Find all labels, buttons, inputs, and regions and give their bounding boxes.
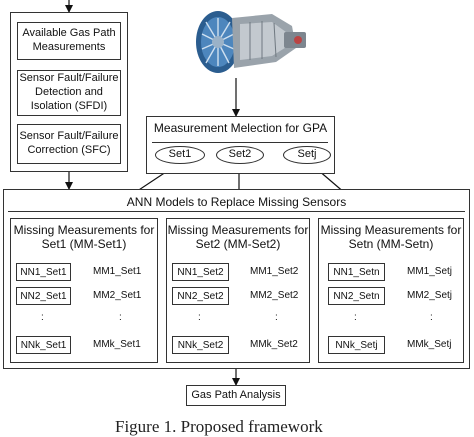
nn1-setn-box: NN1_Setn — [328, 263, 385, 281]
ann-divider — [8, 211, 465, 212]
sfdi-box: Sensor Fault/Failure Detection and Isola… — [17, 70, 121, 116]
nn1-set2-box: NN1_Set2 — [172, 263, 229, 281]
dots-nn-set2: : — [198, 312, 201, 323]
nnk-set1-label: NNk_Set1 — [20, 339, 67, 351]
nnk-setn-label: NNk_Setj — [335, 339, 378, 351]
setj-ellipse: Setj — [283, 146, 331, 164]
mmk-setn-label: MMk_Setj — [407, 339, 452, 350]
dots-nn-setn: : — [354, 312, 357, 323]
nn1-setn-label: NN1_Setn — [333, 266, 380, 278]
mmk-set2-label: MMk_Set2 — [250, 339, 298, 350]
nn2-set2-box: NN2_Set2 — [172, 287, 229, 305]
dots-mm-set1: : — [119, 312, 122, 323]
dots-mm-setn: : — [430, 312, 433, 323]
nn1-set1-label: NN1_Set1 — [20, 266, 67, 278]
mm1-set1-label: MM1_Set1 — [93, 266, 142, 277]
ann-models-title: ANN Models to Replace Missing Sensors — [126, 195, 347, 209]
sfc-label: Sensor Fault/Failure Correction (SFC) — [19, 130, 119, 156]
gas-path-analysis-box: Gas Path Analysis — [186, 385, 286, 406]
nnk-set2-label: NNk_Set2 — [177, 339, 224, 351]
mm2-set2-label: MM2_Set2 — [250, 290, 299, 301]
mm1-setn-label: MM1_Setj — [407, 266, 453, 277]
nnk-setn-box: NNk_Setj — [328, 336, 385, 354]
nn2-setn-label: NN2_Setn — [333, 290, 380, 302]
set2-ellipse: Set2 — [216, 146, 264, 164]
nnk-set1-box: NNk_Set1 — [16, 336, 71, 354]
nn2-set2-label: NN2_Set2 — [177, 290, 224, 302]
dots-nn-set1: : — [41, 312, 44, 323]
nn1-set1-box: NN1_Set1 — [16, 263, 71, 281]
gas-path-analysis-label: Gas Path Analysis — [191, 388, 281, 401]
available-measurements-box: Available Gas Path Measurements — [17, 22, 121, 60]
nn2-setn-box: NN2_Setn — [328, 287, 385, 305]
turbofan-engine-image — [196, 11, 306, 73]
setj-label: Setj — [297, 148, 317, 161]
sfdi-label: Sensor Fault/Failure Detection and Isola… — [19, 72, 119, 112]
group-set1-title-text: Missing Measurements for Set1 (MM-Set1) — [13, 222, 155, 251]
dots-mm-set2: : — [275, 312, 278, 323]
mmk-set1-label: MMk_Set1 — [93, 339, 141, 350]
nn2-set1-box: NN2_Set1 — [16, 287, 71, 305]
group-setn-title-text: Missing Measurements for Setn (MM-Setn) — [320, 222, 462, 251]
group-set1-title: Missing Measurements for Set1 (MM-Set1) — [10, 222, 158, 252]
selection-divider — [152, 142, 328, 143]
nn2-set1-label: NN2_Set1 — [20, 290, 67, 302]
group-set2-title-text: Missing Measurements for Set2 (MM-Set2) — [167, 222, 309, 251]
mm1-set2-label: MM1_Set2 — [250, 266, 299, 277]
sfc-box: Sensor Fault/Failure Correction (SFC) — [17, 124, 121, 164]
measurement-selection-title: Measurement Melection for GPA — [153, 121, 328, 135]
mm2-setn-label: MM2_Setj — [407, 290, 453, 301]
mm2-set1-label: MM2_Set1 — [93, 290, 142, 301]
nn1-set2-label: NN1_Set2 — [177, 266, 224, 278]
nnk-set2-box: NNk_Set2 — [172, 336, 229, 354]
measurement-selection-box — [146, 116, 335, 174]
group-set2-title: Missing Measurements for Set2 (MM-Set2) — [166, 222, 310, 252]
available-measurements-label: Available Gas Path Measurements — [22, 27, 116, 53]
group-setn-title: Missing Measurements for Setn (MM-Setn) — [318, 222, 464, 252]
figure-caption: Figure 1. Proposed framework — [115, 417, 323, 436]
set1-ellipse: Set1 — [155, 146, 205, 164]
set2-label: Set2 — [228, 148, 252, 161]
set1-label: Set1 — [168, 148, 192, 161]
